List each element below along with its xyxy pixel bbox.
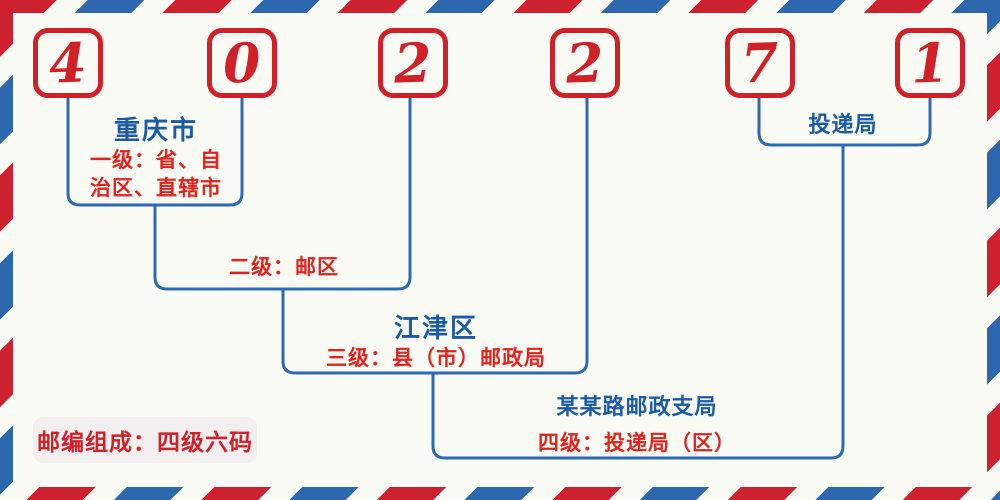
level1-label-line2: 治区、直辖市 [90,176,222,200]
level4-annotation: 某某路邮政支局 四级：投递局（区） [538,389,736,458]
level2-label: 二级：邮区 [229,256,339,279]
level3-annotation: 江津区 三级：县（市）邮政局 [326,308,546,373]
digit-1: 4 [48,30,88,96]
delivery-label: 投递局 [808,112,878,137]
digit-6: 1 [910,30,950,96]
level4-bracket [431,145,845,460]
digit-2: 0 [222,30,262,96]
composition-badge: 邮编组成：四级六码 [33,417,257,463]
level1-title: 重庆市 [113,116,198,145]
level3-title: 江津区 [393,314,478,343]
level3-bracket [281,98,589,375]
digit-3: 2 [393,30,433,96]
level4-label: 四级：投递局（区） [538,432,736,455]
delivery-bracket [757,98,932,147]
delivery-annotation: 投递局 [808,107,877,139]
envelope-background [13,13,987,487]
digit-box-5: 7 [725,28,795,98]
digit-box-2: 0 [207,28,277,98]
digit-box-6: 1 [895,28,965,98]
digit-box-3: 2 [378,28,448,98]
level2-annotation: 二级：邮区 [229,254,339,282]
composition-badge-label: 邮编组成：四级六码 [37,430,253,455]
level4-title: 某某路邮政支局 [556,394,718,419]
digit-box-4: 2 [550,28,620,98]
digit-5: 7 [740,30,780,96]
digit-4: 2 [565,30,605,96]
level1-annotation: 重庆市 一级：省、自 治区、直辖市 [90,110,222,202]
level3-label: 三级：县（市）邮政局 [326,347,546,370]
level1-label-line1: 一级：省、自 [90,149,222,172]
digit-box-1: 4 [33,28,103,98]
